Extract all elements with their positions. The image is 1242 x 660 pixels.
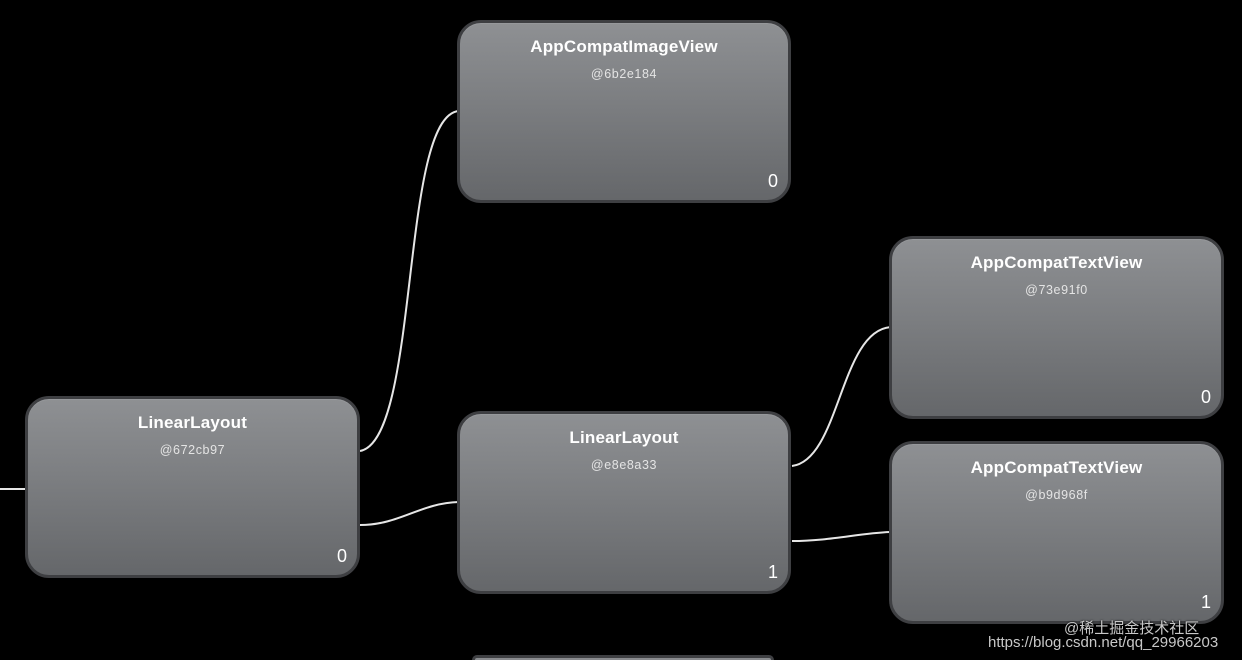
node-hash-id: @73e91f0 [1025, 283, 1088, 297]
node-linear-layout-root[interactable]: LinearLayout @672cb97 0 [25, 396, 360, 578]
node-class-name: AppCompatTextView [970, 253, 1143, 272]
node-child-index: 0 [336, 546, 347, 566]
node-class-name: AppCompatTextView [970, 458, 1143, 477]
node-appcompat-image-view[interactable]: AppCompatImageView @6b2e184 0 [457, 20, 791, 203]
watermark-url: https://blog.csdn.net/qq_29966203 [988, 634, 1219, 651]
node-appcompat-text-view-2[interactable]: AppCompatTextView @b9d968f 1 [889, 441, 1224, 624]
node-appcompat-text-view-1[interactable]: AppCompatTextView @73e91f0 0 [889, 236, 1224, 419]
connector-root-to-mid [359, 501, 460, 526]
node-offscreen-partial[interactable] [472, 655, 774, 660]
connector-mid-to-text1 [791, 326, 892, 467]
node-class-name: AppCompatImageView [530, 37, 718, 56]
node-hash-id: @b9d968f [1025, 488, 1088, 502]
connector-root-to-image [359, 110, 460, 452]
watermark-site-name: @稀土掘金技术社区 [1064, 620, 1200, 637]
node-child-index: 1 [767, 562, 778, 582]
node-class-name: LinearLayout [137, 413, 248, 432]
node-child-index: 0 [767, 171, 778, 191]
connector-mid-to-text2 [791, 531, 892, 542]
node-child-index: 0 [1200, 387, 1211, 407]
node-child-index: 1 [1200, 592, 1211, 612]
node-hash-id: @672cb97 [159, 443, 226, 457]
node-class-name: LinearLayout [569, 428, 679, 447]
node-hash-id: @e8e8a33 [590, 458, 658, 472]
node-hash-id: @6b2e184 [590, 67, 658, 81]
node-linear-layout-child[interactable]: LinearLayout @e8e8a33 1 [457, 411, 791, 594]
